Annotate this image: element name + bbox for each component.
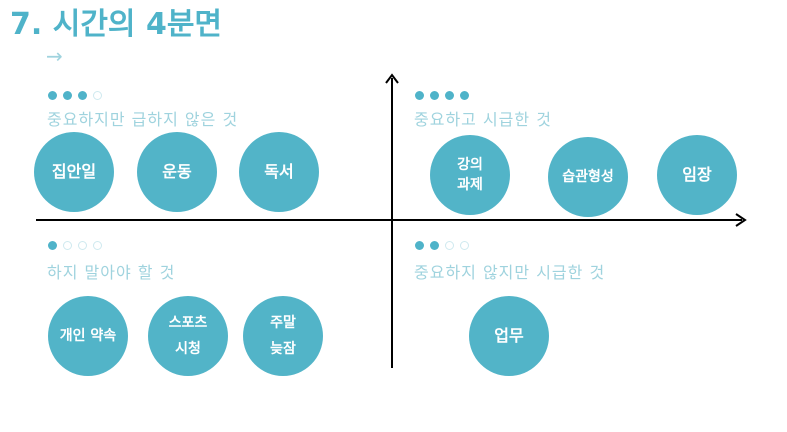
rating-dot (460, 91, 469, 100)
task-label: 과제 (457, 177, 483, 193)
task-label: 독서 (264, 162, 294, 181)
task-circle: 개인 약속 (48, 296, 128, 376)
rating-dot (93, 241, 102, 250)
rating-dot (48, 241, 57, 250)
top-right-rating-dots (415, 91, 469, 100)
task-label: 늦잠 (270, 341, 296, 357)
rating-dot (445, 91, 454, 100)
top-right-label: 중요하고 시급한 것 (414, 110, 552, 129)
rating-dot (78, 91, 87, 100)
task-circle: 독서 (239, 132, 319, 212)
rating-dot (445, 241, 454, 250)
x-axis-arrowhead-icon (735, 213, 747, 227)
task-label: 집안일 (51, 162, 97, 181)
y-axis (391, 78, 393, 368)
bottom-left-label: 하지 말아야 할 것 (47, 263, 176, 282)
task-circle: 임장 (657, 135, 737, 215)
task-label: 개인 약속 (59, 328, 117, 344)
task-label: 스포츠 (168, 315, 208, 331)
page-title: 7. 시간의 4분면 (10, 7, 223, 42)
rating-dot (63, 91, 72, 100)
task-label: 시청 (175, 341, 201, 357)
task-label: 주말 (270, 315, 296, 331)
rating-dot (93, 91, 102, 100)
rating-dot (415, 241, 424, 250)
rating-dot (48, 91, 57, 100)
y-axis-arrowhead-icon (385, 73, 399, 84)
top-left-label: 중요하지만 급하지 않은 것 (47, 110, 239, 129)
task-circle: 업무 (469, 296, 549, 376)
rating-dot (430, 91, 439, 100)
task-circle: 운동 (137, 132, 217, 212)
task-circle: 습관형성 (548, 137, 628, 217)
task-label: 임장 (682, 165, 712, 184)
bottom-right-rating-dots (415, 241, 469, 250)
task-label: 강의 (457, 157, 483, 173)
arrow-right-icon: → (46, 44, 63, 68)
rating-dot (78, 241, 87, 250)
x-axis (36, 219, 742, 221)
top-left-rating-dots (48, 91, 102, 100)
task-label: 업무 (494, 326, 524, 345)
rating-dot (460, 241, 469, 250)
bottom-right-label: 중요하지 않지만 시급한 것 (414, 263, 606, 282)
task-circle: 집안일 (34, 132, 114, 212)
rating-dot (415, 91, 424, 100)
task-label: 습관형성 (562, 169, 614, 185)
bottom-left-rating-dots (48, 241, 102, 250)
rating-dot (63, 241, 72, 250)
rating-dot (430, 241, 439, 250)
task-label: 운동 (162, 162, 192, 181)
